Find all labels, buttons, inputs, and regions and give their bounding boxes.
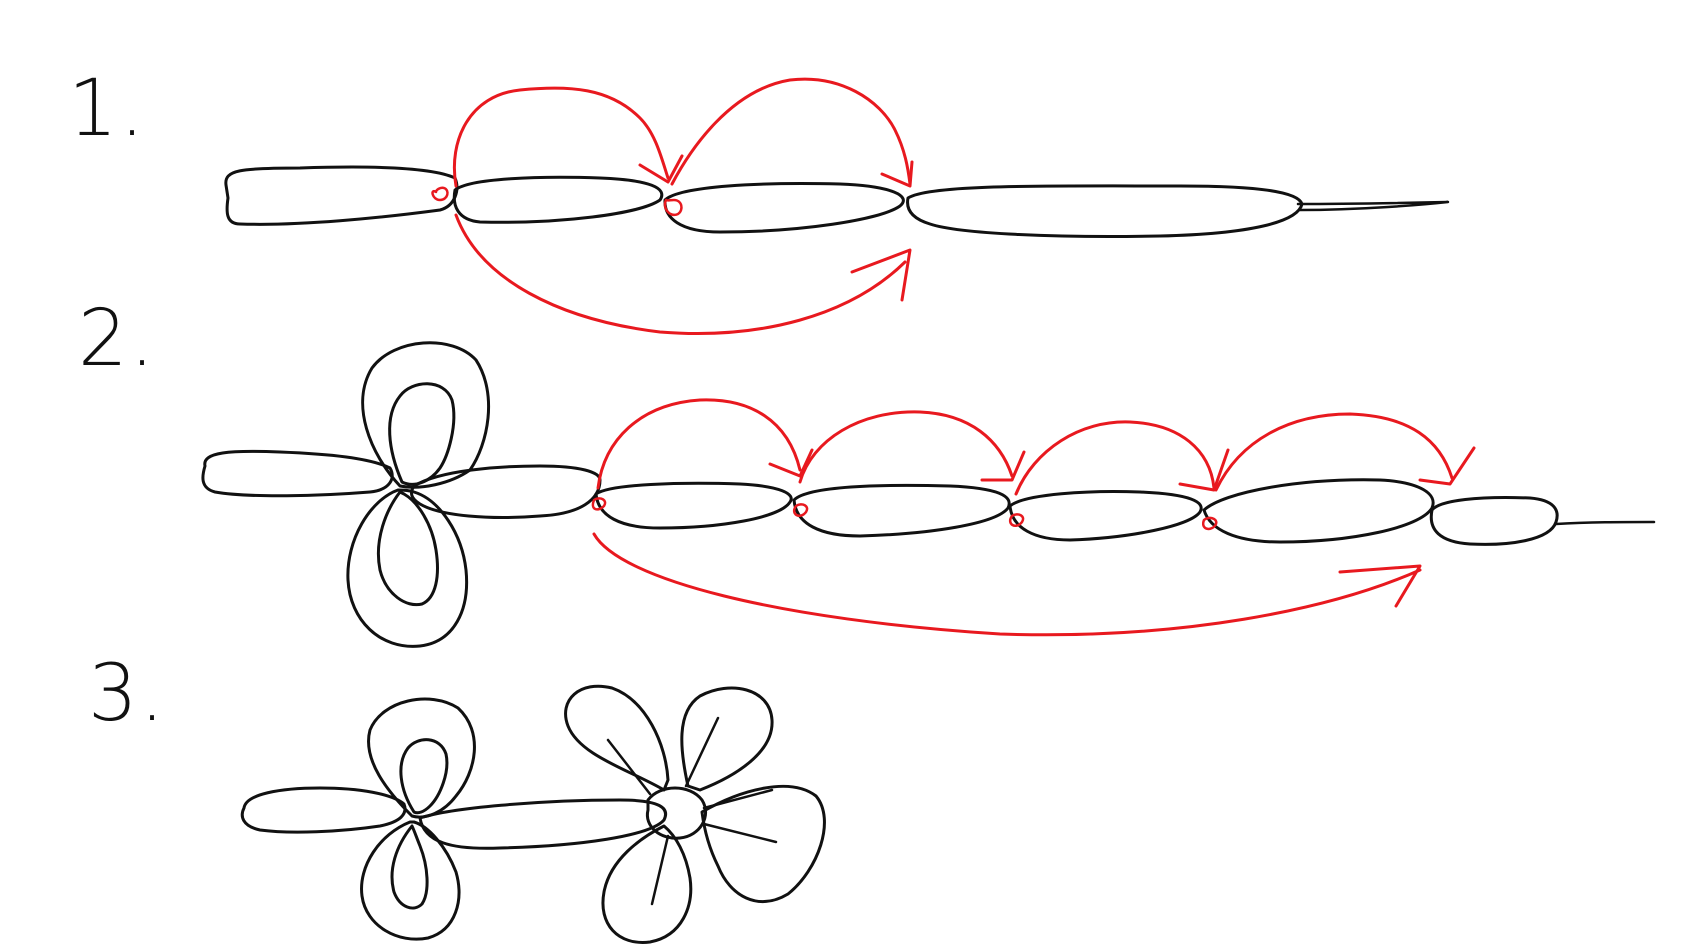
step-2-petal-top-inner [388, 382, 456, 486]
step-3-petal-bottom-outer [360, 820, 461, 941]
step-3-petal-top-inner [399, 738, 449, 815]
step-1-chain [224, 165, 1450, 238]
step-3-flower-chain [240, 684, 826, 944]
step-1-loop-4 [906, 184, 1304, 238]
step-2-guide-circle-a [591, 497, 607, 511]
step-2-guide-arrow-1 [768, 448, 814, 478]
step-2-loop-4 [1008, 490, 1203, 542]
step-3-flower-vein-2 [684, 716, 720, 788]
step-3-flower-vein-5 [650, 834, 670, 906]
step-2-loop-2 [594, 481, 793, 530]
step-3-flower-vein-4 [702, 822, 778, 844]
step-2-petal-top-outer [361, 341, 491, 489]
step-2-loop-5 [1202, 478, 1435, 544]
step-2-loop-6 [1429, 496, 1559, 546]
step-3-flower-center [645, 786, 708, 840]
step-2-petal-bottom-inner [376, 490, 439, 607]
step-2-guide-arc-4 [1214, 412, 1454, 492]
step-2-guide-arc-1 [596, 398, 802, 490]
step-1-guide-arc-1 [452, 86, 670, 188]
step-1-guide-circle-b [663, 198, 683, 217]
step-2-guides [591, 398, 1476, 637]
step-3-flower-petal-lower-left [601, 824, 693, 944]
step-2-guide-circle-d [1201, 516, 1218, 531]
step-3-leaf-left [240, 786, 407, 834]
step-2-loop-3 [792, 483, 1011, 538]
step-2-chain [201, 341, 1656, 648]
step-2-guide-arc-5 [592, 532, 1422, 637]
step-1-guide-arc-3 [454, 213, 907, 335]
step-3-flower-vein-1 [606, 738, 652, 796]
step-1-guide-circle-a [431, 186, 449, 202]
step-3-label: 3. [88, 649, 167, 739]
step-3-flower-petal-lower-right [700, 784, 826, 904]
step-1-label: 1. [68, 64, 147, 154]
step-1-guide-arrow-3 [850, 248, 912, 302]
step-3-petal-top-outer [367, 697, 476, 819]
step-3-flower-petal-upper-left [564, 684, 670, 792]
step-3-flower-petal-upper-right [680, 686, 774, 792]
step-2-guide-arrow-4 [1418, 446, 1476, 486]
step-2-leaf-left [201, 449, 394, 498]
step-1-guides [431, 77, 914, 335]
step-2-guide-arc-3 [1014, 420, 1216, 496]
step-1-guide-arc-2 [670, 77, 912, 186]
step-2-tail-thread [1554, 520, 1656, 526]
step-2-guide-circle-c [1008, 513, 1025, 527]
step-2-guide-circle-b [792, 503, 809, 517]
step-1-loop-1 [224, 165, 459, 226]
step-1-loop-3 [663, 182, 905, 234]
step-3-petal-bottom-inner [390, 824, 429, 910]
step-2-label: 2. [78, 294, 157, 384]
step-2-guide-arrow-3 [1178, 448, 1230, 492]
step-3-stem-loop [418, 798, 667, 850]
step-2-petal-bottom-outer [346, 488, 469, 648]
step-1-guide-arrow-2 [880, 160, 914, 188]
step-2-guide-arrow-5 [1338, 564, 1422, 608]
step-2-loop-1 [410, 464, 602, 519]
step-1-loop-2 [452, 175, 664, 224]
step-1-tail-thread [1296, 200, 1450, 212]
step-3-flower-vein-3 [702, 788, 774, 810]
step-1-guide-arrow-1 [638, 154, 684, 184]
step-2-guide-arc-2 [798, 410, 1014, 484]
step-2-guide-arrow-2 [980, 450, 1026, 482]
